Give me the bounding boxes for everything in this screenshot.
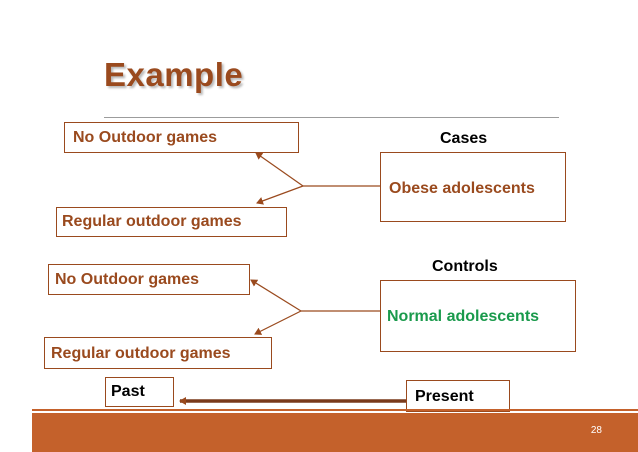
cases-no-outdoor-box: No Outdoor games xyxy=(64,122,299,153)
controls-regular-outdoor-label: Regular outdoor games xyxy=(51,345,231,362)
present-box: Present xyxy=(406,380,510,412)
cases-regular-outdoor-label: Regular outdoor games xyxy=(62,213,242,230)
controls-group-label: Normal adolescents xyxy=(387,308,540,325)
present-label: Present xyxy=(415,388,474,405)
cases-group-box: Obese adolescents xyxy=(380,152,566,222)
slide-title: Example xyxy=(104,56,244,93)
page-number: 28 xyxy=(590,425,602,436)
controls-group-box: Normal adolescents xyxy=(380,280,576,352)
controls-arrow-no-outdoor xyxy=(250,279,302,312)
title-divider xyxy=(104,117,559,118)
cases-no-outdoor-label: No Outdoor games xyxy=(73,129,218,146)
past-label: Past xyxy=(111,383,145,400)
cases-group-label: Obese adolescents xyxy=(389,180,535,197)
cases-regular-outdoor-box: Regular outdoor games xyxy=(56,207,287,237)
controls-arrow-regular xyxy=(254,310,302,335)
cases-arrow-no-outdoor xyxy=(255,152,304,187)
controls-no-outdoor-box: No Outdoor games xyxy=(48,264,250,295)
controls-regular-outdoor-box: Regular outdoor games xyxy=(44,337,272,369)
cases-arrow-regular xyxy=(256,185,304,205)
controls-no-outdoor-label: No Outdoor games xyxy=(55,271,200,288)
footer-rule xyxy=(32,409,638,411)
controls-heading: Controls xyxy=(432,258,498,275)
cases-heading: Cases xyxy=(440,130,488,147)
footer-bar xyxy=(32,413,638,452)
past-box: Past xyxy=(105,377,174,407)
